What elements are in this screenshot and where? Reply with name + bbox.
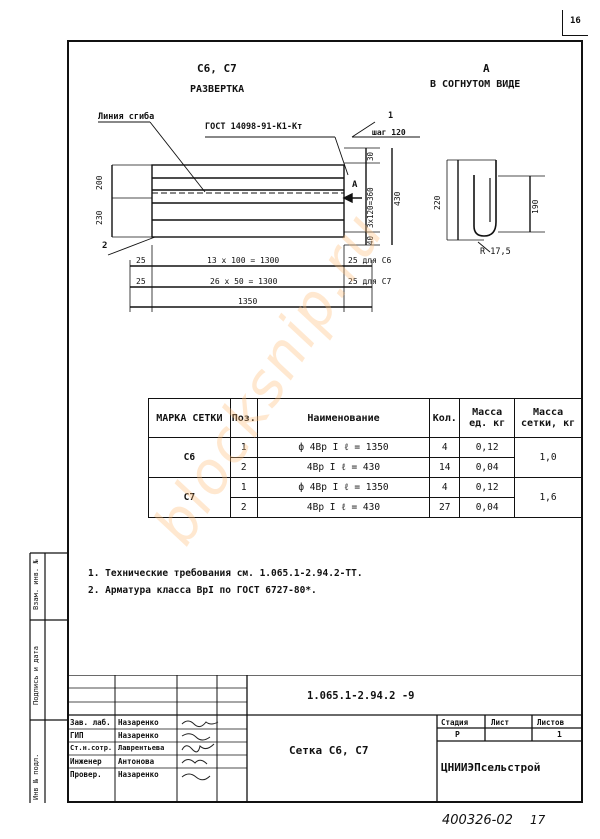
drawing-frame [67, 40, 583, 803]
role-2: ГИП [70, 731, 84, 740]
mass-cell: 0,04 [459, 457, 516, 478]
pos-cell: 2 [229, 497, 258, 518]
spec-header-row: МАРКА СЕТКИ Поз. Наименование Кол. Масса… [148, 398, 582, 438]
dim-30: 30 [366, 151, 375, 161]
col-mass: Масса ед. кг [459, 398, 516, 438]
role-4: Инженер [70, 757, 102, 766]
name-cell: 4Вр I ℓ = 430 [256, 457, 431, 478]
mass-cell: 0,12 [459, 437, 516, 458]
title-block-lines [67, 675, 583, 803]
sheet-label: Лист [491, 718, 510, 727]
bent-dim-190: 190 [531, 199, 540, 214]
left-subtitle: РАЗВЕРТКА [190, 84, 245, 95]
col-qty: Кол. [429, 398, 461, 438]
page-number: 16 [570, 16, 581, 26]
archive-number: 400326-02 [442, 813, 513, 828]
qty-cell: 14 [429, 457, 461, 478]
archive-sheet: 17 [530, 813, 546, 827]
left-title: С6, С7 [197, 62, 237, 75]
dim-200: 200 [95, 175, 104, 190]
dim-430: 430 [393, 191, 402, 206]
drawing-title: Сетка С6, С7 [289, 744, 369, 757]
total-cell: 1,0 [514, 437, 582, 478]
name-5: Назаренко [118, 770, 159, 779]
role-1: Зав. лаб. [70, 718, 111, 727]
bent-radius: R 17,5 [480, 247, 511, 257]
view-a-label: А [352, 180, 358, 190]
bent-dim-220: 220 [433, 195, 442, 210]
row1-mid-dim: 13 х 100 = 1300 [207, 256, 280, 265]
step-label: шаг 120 [372, 128, 406, 137]
callout-1: 1 [388, 111, 394, 121]
side-stamp-replace: Взам. инв. № [32, 559, 40, 610]
side-stamp-sign: Подпись и дата [32, 645, 40, 705]
organization: ЦНИИЭПсельстрой [441, 761, 541, 774]
qty-cell: 4 [429, 437, 461, 458]
right-title: А [483, 62, 490, 75]
row2-right-dim: 25 для С7 [348, 277, 392, 286]
row2-left-dim: 25 [136, 277, 146, 286]
note-2: 2. Арматура класса ВрI по ГОСТ 6727-80*. [88, 585, 317, 596]
total-cell: 1,6 [514, 477, 582, 518]
name-cell: ф 4Вр I ℓ = 1350 [256, 437, 431, 458]
dim-230: 230 [95, 210, 104, 225]
bend-line-label: Линия сгиба [98, 112, 155, 122]
overall-dim: 1350 [238, 297, 258, 306]
table-row: С6 1 ф 4Вр I ℓ = 1350 4 0,12 1,0 [148, 437, 582, 478]
doc-code: 1.065.1-2.94.2 -9 [307, 690, 415, 702]
col-total: Масса сетки, кг [514, 398, 582, 438]
table-row: 2 4Вр I ℓ = 430 27 0,04 [149, 497, 582, 518]
gost-label: ГОСТ 14098-91-К1-Кт [205, 122, 303, 132]
mark-cell: С6 [148, 437, 231, 478]
sheets-label: Листов [537, 718, 565, 727]
stage-value: Р [455, 730, 460, 739]
note-1: 1. Технические требования см. 1.065.1-2.… [88, 568, 363, 579]
stage-label: Стадия [441, 718, 469, 727]
row1-left-dim: 25 [136, 256, 146, 265]
col-pos: Поз. [229, 398, 258, 438]
row1-right-dim: 25 для С6 [348, 256, 392, 265]
side-stamp-inv: Инв № подл. [32, 753, 40, 800]
mark-cell: С7 [148, 477, 231, 518]
callout-2: 2 [102, 241, 108, 251]
page-number-box [562, 10, 588, 36]
mass-cell: 0,04 [459, 497, 516, 518]
mass-cell: 0,12 [459, 477, 516, 498]
name-3: Лаврентьева [118, 744, 165, 752]
qty-cell: 27 [429, 497, 461, 518]
role-3: Ст.н.сотр. [70, 744, 113, 752]
name-1: Назаренко [118, 718, 159, 727]
sheets-value: 1 [557, 730, 562, 739]
spec-table: МАРКА СЕТКИ Поз. Наименование Кол. Масса… [148, 398, 582, 518]
col-name: Наименование [256, 398, 431, 438]
row2-mid-dim: 26 х 50 = 1300 [210, 277, 278, 286]
table-row: 2 4Вр I ℓ = 430 14 0,04 [149, 457, 582, 478]
name-cell: 4Вр I ℓ = 430 [256, 497, 431, 518]
role-5: Провер. [70, 770, 102, 779]
title-block: 1.065.1-2.94.2 -9 Зав. лаб. Назаренко ГИ… [67, 675, 583, 803]
qty-cell: 4 [429, 477, 461, 498]
col-mark: МАРКА СЕТКИ [148, 398, 231, 438]
right-subtitle: В СОГНУТОМ ВИДЕ [430, 79, 521, 90]
name-cell: ф 4Вр I ℓ = 1350 [256, 477, 431, 498]
name-2: Назаренко [118, 731, 159, 740]
name-4: Антонова [118, 757, 155, 766]
